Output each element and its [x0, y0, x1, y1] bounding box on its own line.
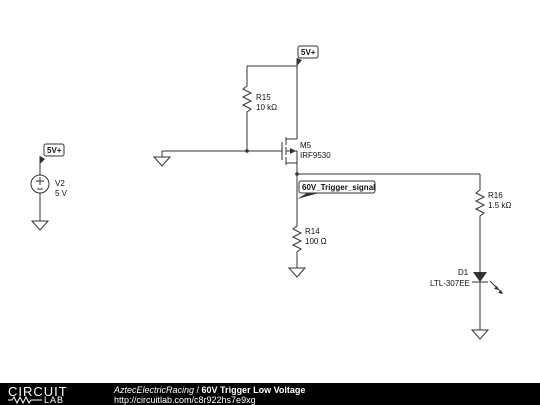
resistor-r14[interactable] [291, 222, 303, 256]
project-title: AztecElectricRacing / 60V Trigger Low Vo… [114, 385, 305, 395]
svg-text:5V+: 5V+ [47, 146, 62, 155]
junction-drain [295, 172, 299, 176]
ground-symbol-led [470, 329, 490, 340]
ground-symbol-r14 [287, 267, 307, 278]
circuitlab-logo[interactable]: CIRCUIT LAB [8, 384, 68, 405]
resistor-r15[interactable] [241, 82, 253, 116]
net-label-5v-left[interactable]: 5V+ [43, 143, 65, 157]
r15-value: 10 kΩ [256, 103, 277, 112]
r14-value: 100 Ω [305, 237, 327, 246]
project-name: 60V Trigger Low Voltage [201, 385, 306, 395]
r16-ref: R16 [488, 191, 503, 200]
voltage-source-v2[interactable] [30, 174, 50, 194]
resistor-logo-icon [8, 396, 42, 404]
title-separator: / [194, 385, 202, 395]
mosfet-m5[interactable] [281, 137, 298, 165]
ground-symbol-v2 [30, 220, 50, 231]
m5-value: IRF9530 [300, 151, 331, 160]
author-link[interactable]: AztecElectricRacing [114, 385, 195, 395]
resistor-r16[interactable] [474, 186, 486, 220]
led-d1[interactable] [472, 272, 503, 294]
ground-symbol-gate [152, 156, 172, 167]
v2-value: 5 V [55, 189, 68, 198]
r16-value: 1.5 kΩ [488, 201, 511, 210]
net-label-trigger[interactable]: 60V_Trigger_signal [297, 180, 376, 199]
svg-text:60V_Trigger_signal: 60V_Trigger_signal [302, 183, 375, 192]
junction-gate [245, 149, 249, 153]
v2-ref: V2 [55, 179, 65, 188]
r15-ref: R15 [256, 93, 271, 102]
schematic-canvas: 5V+ R15 10 kΩ M5 IRF9530 60V_Trigger_sig… [30, 45, 511, 340]
d1-value: LTL-307EE [430, 279, 470, 288]
svg-text:5V+: 5V+ [301, 48, 316, 57]
project-url[interactable]: http://circuitlab.com/c8r922hs7e9xg [114, 395, 256, 405]
net-label-5v-top[interactable]: 5V+ [297, 45, 319, 59]
footer-bar: CIRCUIT LAB AztecElectricRacing / 60V Tr… [0, 383, 540, 405]
m5-ref: M5 [300, 141, 312, 150]
r14-ref: R14 [305, 227, 320, 236]
d1-ref: D1 [458, 268, 469, 277]
